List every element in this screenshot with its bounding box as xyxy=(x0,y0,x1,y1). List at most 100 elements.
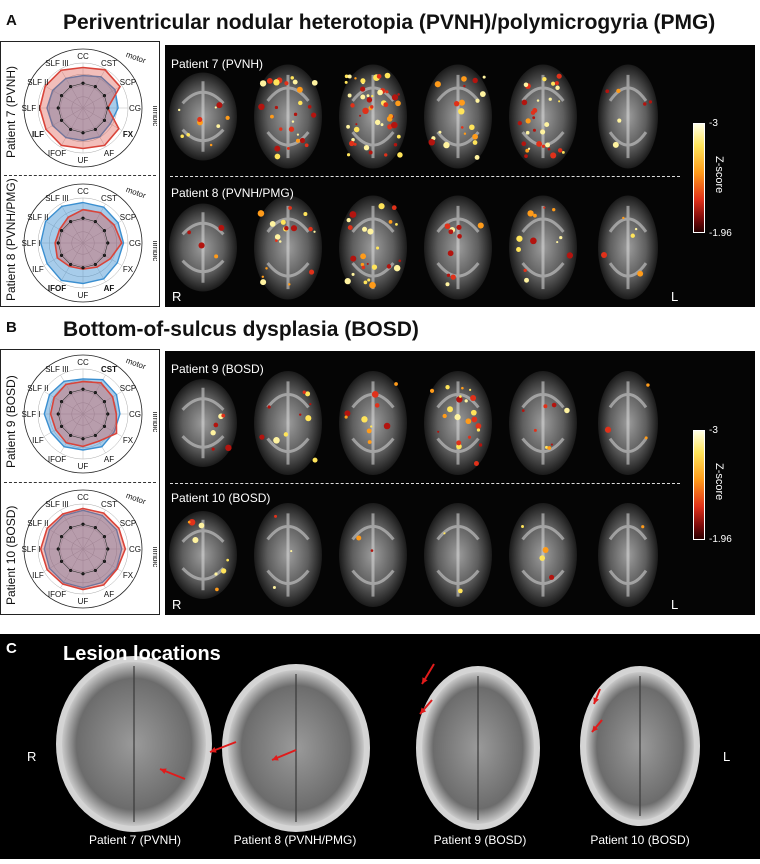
zscore-cluster xyxy=(471,416,478,423)
zscore-cluster xyxy=(543,404,548,409)
panel-a-colorbar-max: -3 xyxy=(709,118,718,129)
zscore-cluster xyxy=(274,145,281,152)
zscore-cluster xyxy=(482,75,486,79)
panel-b-l-label: L xyxy=(671,597,679,612)
zscore-cluster xyxy=(383,422,391,430)
zscore-cluster xyxy=(622,216,625,220)
zscore-cluster xyxy=(305,391,311,397)
zscore-cluster xyxy=(353,126,360,133)
zscore-cluster xyxy=(532,128,536,132)
radar-spoke xyxy=(43,548,84,572)
zscore-cluster xyxy=(371,264,378,270)
zscore-cluster xyxy=(456,443,462,450)
white-matter-tract xyxy=(351,74,395,159)
zscore-cluster xyxy=(350,255,357,262)
zscore-cluster xyxy=(525,118,531,124)
zscore-cluster xyxy=(605,89,610,94)
radar-spoke xyxy=(82,509,106,550)
zscore-cluster xyxy=(630,233,635,238)
zscore-cluster xyxy=(177,108,181,112)
radar-tract-label: CC xyxy=(77,493,89,502)
zscore-cluster xyxy=(464,399,468,403)
zscore-cluster xyxy=(344,410,351,417)
zscore-cluster xyxy=(393,142,398,147)
zscore-cluster xyxy=(549,574,555,580)
radar-spoke xyxy=(82,242,106,283)
zscore-cluster xyxy=(273,436,280,444)
zscore-cluster xyxy=(617,118,622,123)
zscore-cluster xyxy=(394,382,398,386)
patient-7-lesion-caption: Patient 7 (PVNH) xyxy=(88,833,182,847)
white-matter-tract xyxy=(436,513,480,597)
white-matter-tract xyxy=(266,513,310,597)
zscore-cluster xyxy=(291,120,295,123)
zscore-cluster xyxy=(434,81,441,88)
zscore-cluster xyxy=(444,223,451,230)
zscore-cluster xyxy=(547,446,552,450)
lesion-arrow-head xyxy=(420,707,427,714)
zscore-cluster xyxy=(354,77,357,80)
radar-tract-label: AF xyxy=(104,284,115,293)
zscore-cluster xyxy=(266,77,273,84)
zscore-cluster xyxy=(374,403,380,408)
panel-c-r-label: R xyxy=(27,749,37,764)
zscore-cluster xyxy=(533,428,537,432)
zscore-cluster xyxy=(274,105,279,110)
white-matter-tract xyxy=(181,81,225,152)
zscore-cluster xyxy=(296,86,303,93)
zscore-cluster xyxy=(393,264,401,272)
zscore-cluster xyxy=(346,124,350,129)
zscore-cluster xyxy=(545,142,551,148)
radar-tract-label: CST xyxy=(101,500,117,509)
radar-tract-label: CG xyxy=(129,545,141,554)
radar-tract-label: SLF I xyxy=(21,410,40,419)
zscore-cluster xyxy=(363,145,370,151)
radar-tract-label: AF xyxy=(104,590,114,599)
zscore-cluster xyxy=(366,94,370,98)
white-matter-tract xyxy=(608,205,648,290)
zscore-cluster xyxy=(370,425,373,428)
zscore-cluster xyxy=(438,130,442,134)
zscore-cluster xyxy=(646,383,650,387)
zscore-cluster xyxy=(221,413,226,418)
zscore-cluster xyxy=(463,84,466,88)
radar-tract-label: SLF I xyxy=(21,239,40,248)
radar-tract-label: IFOF xyxy=(48,455,66,464)
radar-spoke xyxy=(60,107,84,148)
zscore-cluster xyxy=(447,250,454,257)
zscore-cluster xyxy=(539,555,546,561)
zscore-cluster xyxy=(214,572,218,576)
zscore-cluster xyxy=(467,435,472,439)
zscore-cluster xyxy=(542,76,547,82)
zscore-cluster xyxy=(186,132,191,137)
radar-tract-label: SLF II xyxy=(27,78,48,87)
zscore-cluster xyxy=(198,242,205,249)
zscore-cluster xyxy=(371,94,374,98)
zscore-cluster xyxy=(469,124,475,131)
zscore-cluster xyxy=(211,447,215,451)
lesion-arrow-head xyxy=(160,768,167,775)
zscore-cluster xyxy=(360,78,366,84)
radar-spoke xyxy=(82,526,123,550)
panel-a-colorbar-min: -1.96 xyxy=(709,228,732,239)
zscore-cluster xyxy=(269,221,276,227)
zscore-cluster xyxy=(258,103,265,111)
zscore-cluster xyxy=(180,134,184,139)
panel-b-divider xyxy=(4,482,156,483)
zscore-cluster xyxy=(299,137,306,144)
white-matter-tract xyxy=(436,205,480,290)
panel-c-l-label: L xyxy=(723,749,731,764)
zscore-cluster xyxy=(457,588,463,594)
zscore-cluster xyxy=(347,93,352,98)
radar-tract-label: CC xyxy=(77,52,89,61)
zscore-cluster xyxy=(517,120,522,126)
radar-tract-label: CG xyxy=(129,239,141,248)
zscore-cluster xyxy=(349,140,355,147)
radar-tract-label: ILF xyxy=(32,571,44,580)
zscore-cluster xyxy=(445,282,450,287)
zscore-cluster xyxy=(225,115,230,120)
radar-tract-label: SLF II xyxy=(27,213,48,222)
